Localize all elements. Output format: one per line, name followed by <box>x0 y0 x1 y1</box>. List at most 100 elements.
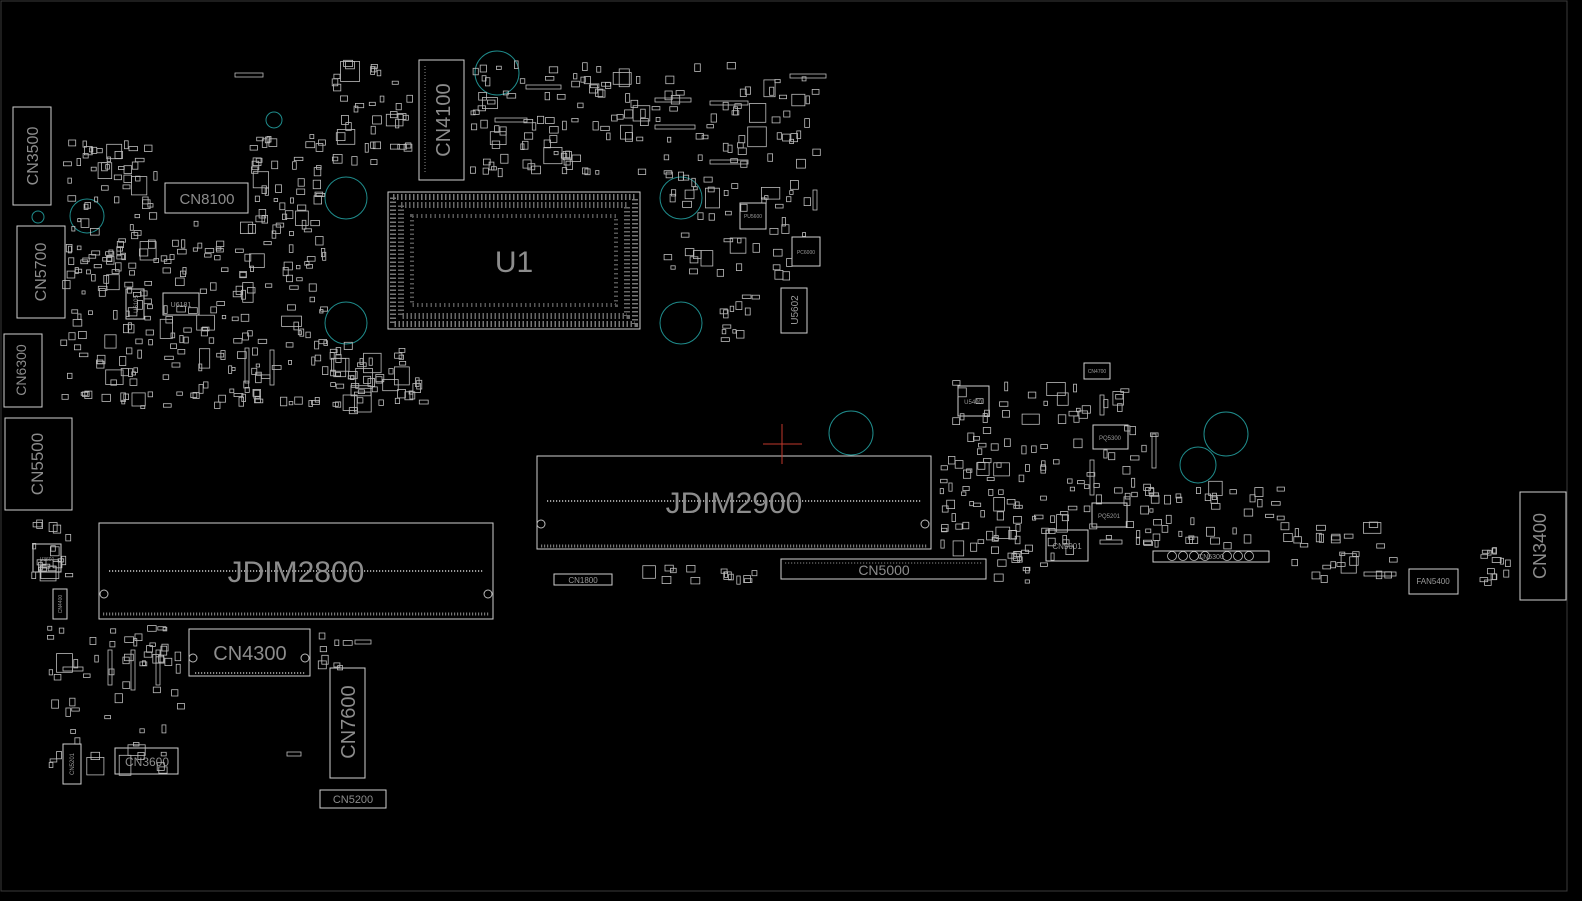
smd-part <box>1363 571 1397 577</box>
smd-part <box>107 649 113 686</box>
smd-part <box>1103 449 1108 459</box>
smd-part <box>68 139 77 147</box>
cn4700-outline <box>1083 362 1111 380</box>
smd-part <box>1048 528 1056 534</box>
smd-part <box>761 197 767 204</box>
smd-part <box>1190 517 1195 526</box>
smd-part <box>1068 410 1079 417</box>
smd-part <box>318 339 327 345</box>
smd-part <box>543 146 563 165</box>
smd-part <box>264 136 271 144</box>
smd-part <box>1322 564 1331 570</box>
smd-part <box>682 200 692 208</box>
smd-part <box>110 379 117 386</box>
smd-part <box>415 377 420 387</box>
smd-part <box>233 338 243 344</box>
smd-part <box>951 513 956 522</box>
smd-part <box>670 265 676 270</box>
fan5400-outline <box>1408 568 1459 595</box>
smd-part <box>946 499 956 510</box>
smd-part <box>114 693 123 704</box>
smd-part <box>1331 533 1341 541</box>
smd-part <box>305 331 311 339</box>
smd-part <box>258 208 267 219</box>
smd-part <box>616 114 624 120</box>
smd-part <box>1384 571 1393 579</box>
smd-part <box>342 394 358 411</box>
smd-part <box>303 228 312 233</box>
smd-part <box>127 744 146 756</box>
smd-part <box>986 477 995 481</box>
smd-part <box>121 252 126 261</box>
smd-part <box>1178 530 1183 537</box>
smd-part <box>764 195 769 200</box>
jdim2800-outline <box>98 522 494 620</box>
smd-part <box>1315 532 1322 543</box>
smd-part <box>126 347 133 355</box>
smd-part <box>90 166 97 172</box>
smd-part <box>335 354 342 363</box>
smd-part <box>315 236 324 246</box>
smd-part <box>480 119 488 129</box>
smd-part <box>203 381 209 389</box>
smd-part <box>678 171 685 181</box>
smd-part <box>86 269 91 275</box>
smd-part <box>176 248 187 255</box>
smd-part <box>737 147 747 155</box>
smd-part <box>192 391 200 399</box>
smd-part <box>1165 514 1172 524</box>
smd-part <box>980 510 985 518</box>
smd-part <box>1117 403 1123 412</box>
u1-label: U1 <box>495 246 533 279</box>
smd-part <box>63 161 72 167</box>
smd-part <box>286 751 302 757</box>
smd-part <box>592 121 599 131</box>
smd-part <box>724 571 728 578</box>
cn5500-label: CN5500 <box>28 433 47 495</box>
smd-part <box>255 371 262 376</box>
smd-part <box>58 627 65 634</box>
smd-part <box>970 542 978 552</box>
smd-part <box>375 376 383 384</box>
smd-part <box>65 573 74 578</box>
smd-part <box>1130 455 1140 461</box>
smd-part <box>1015 501 1020 509</box>
smd-part <box>790 180 799 190</box>
smd-part <box>73 659 79 669</box>
smd-part <box>721 329 727 335</box>
smd-part <box>689 268 698 275</box>
smd-part <box>1175 493 1182 499</box>
smd-part <box>812 148 821 156</box>
smd-part <box>162 267 171 274</box>
smd-part <box>1105 535 1112 540</box>
smd-part <box>247 223 257 234</box>
smd-part <box>1015 524 1021 532</box>
smd-part <box>952 540 965 557</box>
smd-part <box>72 319 83 327</box>
smd-part <box>335 132 346 141</box>
smd-part <box>782 133 791 142</box>
smd-part <box>93 264 102 269</box>
smd-part <box>280 396 288 407</box>
smd-part <box>495 65 502 70</box>
smd-part <box>1046 382 1066 396</box>
smd-part <box>1122 465 1131 475</box>
smd-part <box>244 386 250 393</box>
smd-part <box>297 204 307 211</box>
smd-part <box>232 290 242 298</box>
smd-part <box>31 571 37 579</box>
smd-part <box>596 66 602 73</box>
smd-part <box>342 640 353 646</box>
smd-part <box>986 530 994 541</box>
smd-part <box>110 628 117 634</box>
smd-part <box>161 724 167 734</box>
smd-part <box>1040 444 1048 449</box>
smd-part <box>71 226 76 232</box>
smd-part <box>571 118 579 123</box>
smd-part <box>136 299 143 310</box>
smd-part <box>675 90 685 96</box>
smd-part <box>128 324 135 334</box>
smd-part <box>1265 513 1275 518</box>
cn5001-label: CN5001 <box>1052 542 1082 551</box>
